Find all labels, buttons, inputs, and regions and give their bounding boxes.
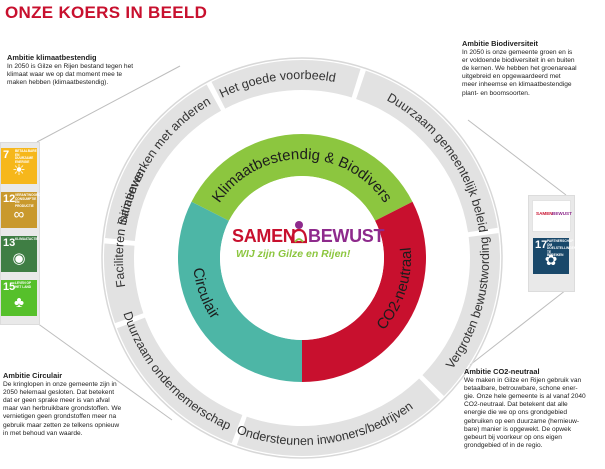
eye-icon: ◉ [12, 250, 26, 267]
ambition-text-line: er voldoende biodiversiteit in en buiten [462, 57, 575, 65]
logo-tagline: WIJ zijn Gilze en Rijen! [236, 248, 351, 260]
sdg-number: 15 [3, 281, 16, 293]
page-title: ONZE KOERS IN BEELD [5, 3, 208, 22]
sdg-title: BETAALBARE EN DUURZAME ENERGIE [15, 149, 37, 164]
ambition-text-line: in met behoud van waarde. [3, 429, 83, 437]
outer-segment [422, 233, 500, 397]
connector-line [467, 119, 567, 196]
ambition-text-line: 2050 helemaal gesloten. Dat betekent [3, 389, 115, 397]
ambition-text-line: bare) manier is opgewekt. De opwek [464, 425, 572, 433]
sdg-title: VERANTWOORDE CONSUMPTIE EN PRODUCTIE [15, 193, 43, 208]
ambition-heading: Ambitie CO2-neutraal [464, 367, 540, 376]
outer-segment [356, 70, 498, 233]
sdg-number: 17 [535, 239, 548, 251]
inner-ring: Klimaatbestendig & BiodiversCO2-neutraal… [178, 134, 426, 382]
small-logo-samen: SAMEN [536, 211, 553, 216]
ambition-text-line: vernietigen geen grondstoffen meer na [3, 413, 117, 421]
outer-segment [104, 243, 144, 324]
ambition-co2-neutraal: Ambitie CO2-neutraal We maken in Gilze e… [464, 367, 604, 450]
sdg-title: PARTNERSCHAP OM DOELSTELLINGEN TE BEREIK… [547, 239, 577, 258]
ambition-circulair: Ambitie Circulair De kringlopen in onze … [3, 371, 163, 438]
ambition-text-line: maken hebben (klimaatbestendig). [7, 79, 109, 87]
ambition-text-line: grondgebied of in de regio. [464, 441, 543, 449]
ambition-text-line: gebeurt bij voorkeur op ons eigen [464, 433, 562, 441]
center-logo: SAMEN BEWUST WIJ zijn Gilze en Rijen! [216, 220, 388, 272]
ambition-klimaatbestendig: Ambitie klimaatbestendig In 2050 is Gilz… [7, 53, 167, 87]
sdg-number: 13 [3, 237, 16, 249]
inner-segment [178, 201, 302, 382]
ambition-text-line: gebruik maar zetten ze telkens opnieuw [3, 421, 120, 429]
inner-segment [302, 201, 426, 382]
ambition-text-line: gie. Onze hele gemeente is al vanaf 2040 [464, 393, 586, 401]
ambition-text-line: plant- en boomsoorten. [462, 89, 530, 97]
outer-segment [105, 84, 222, 242]
ambition-text-line: energie die we op ons grondgebied [464, 409, 568, 417]
ambition-heading: Ambitie Biodiversiteit [462, 39, 538, 48]
outer-ring-edge [101, 57, 503, 459]
ambition-text-line: maar van herbruikbare grondstoffen. We [3, 405, 122, 413]
ambition-text-line: klimaat waar we op dat moment mee te [7, 71, 123, 79]
center-disc [220, 176, 384, 340]
ambition-heading: Ambitie klimaatbestendig [7, 53, 97, 62]
outer-segment [116, 317, 243, 444]
outer-segment [236, 378, 441, 456]
ambition-text-line: In 2050 is Gilze en Rijen bestand tegen … [7, 63, 134, 71]
ambition-text-line: betaalbare, betrouwbare, schone ener- [464, 385, 578, 393]
small-logo-badge: SAMEN BEWUST [532, 200, 572, 232]
sun-icon: ☀ [12, 162, 26, 179]
flower-icon: ✿ [544, 252, 558, 269]
ambition-text-line: meer inheemse en klimaatbestendige [462, 81, 572, 89]
ambition-heading: Ambitie Circulair [3, 371, 63, 380]
sdg-title: KLIMAATACTIE [15, 237, 39, 241]
ambition-text-line: In 2050 is onze gemeente groen en is [462, 49, 573, 57]
ambition-text-line: CO2-neutraal. Dat betekent dat alle [464, 401, 568, 409]
infinity-icon: ∞ [13, 206, 25, 223]
ambition-text-line: uitgebreid en opgewaardeerd met [462, 73, 561, 81]
sdg-number: 7 [3, 149, 10, 161]
sdg-number: 12 [3, 193, 16, 205]
small-logo-bewust: BEWUST [552, 211, 572, 216]
logo-samen: SAMEN [232, 226, 296, 246]
sdg-tile-7: 7 BETAALBARE EN DUURZAME ENERGIE☀ [1, 148, 37, 184]
ambition-text-line: gebruiken op een duurzame (hernieuw- [464, 417, 580, 425]
ambition-text-line: De kringlopen in onze gemeente zijn in [3, 381, 117, 389]
ambition-biodiversiteit: Ambitie Biodiversiteit In 2050 is onze g… [462, 39, 602, 98]
outer-segment [211, 60, 361, 109]
ambition-text-line: We maken in Gilze en Rijen gebruik van [464, 377, 582, 385]
tree-icon: ♣ [14, 294, 24, 311]
ambition-text-line: dat er geen sprake meer is van afval [3, 397, 110, 405]
connector-line [36, 65, 181, 143]
sdg-title: LEVEN OP HET LAND [15, 281, 32, 289]
person-icon [290, 220, 308, 244]
ambition-text-line: de kernen. We hebben het groenareaal [462, 65, 577, 73]
connector-line [36, 322, 173, 421]
connector-line [469, 289, 567, 366]
logo-bewust: BEWUST [308, 226, 385, 246]
inner-segment [191, 134, 413, 221]
